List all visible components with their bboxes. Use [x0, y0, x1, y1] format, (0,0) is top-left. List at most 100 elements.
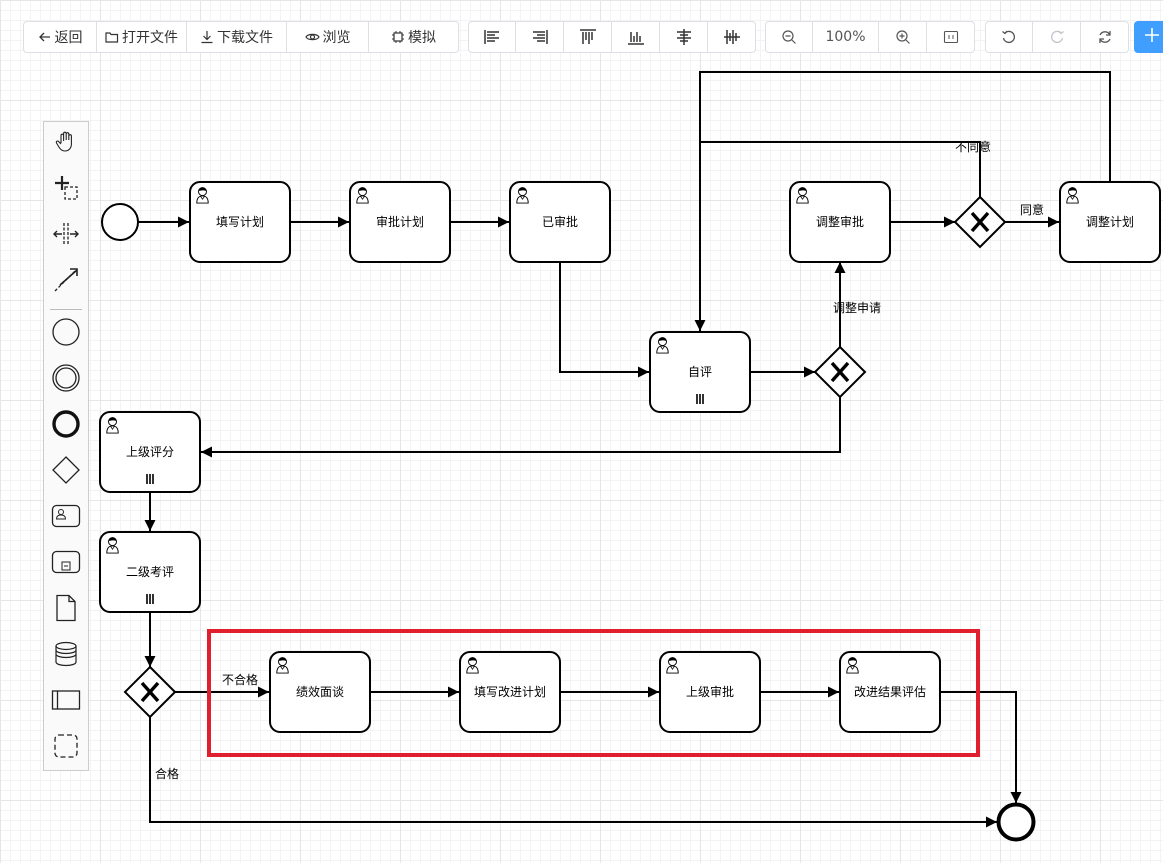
task-approved[interactable]: 已审批 [509, 181, 611, 263]
label-qualified: 合格 [155, 766, 179, 781]
task-label: 填写改进计划 [474, 685, 546, 699]
label-agree: 同意 [1020, 202, 1044, 217]
file-toolbar-group: 返回 打开文件 下载文件 浏览 模拟 [23, 21, 459, 53]
align-center-button[interactable] [660, 21, 708, 53]
align-top-button[interactable] [564, 21, 612, 53]
flow-gateway-disagree-to-self-eval[interactable] [694, 141, 981, 331]
task-label: 调整审批 [816, 214, 864, 229]
data-object-icon [54, 594, 78, 626]
task-fill-plan[interactable]: 填写计划 [189, 181, 291, 263]
fit-view-button[interactable] [927, 21, 975, 53]
align-bottom-icon [627, 28, 645, 46]
align-top-icon [579, 28, 597, 46]
create-start-event[interactable] [44, 314, 88, 354]
download-icon [200, 30, 214, 44]
task-label: 上级评分 [126, 445, 174, 459]
history-toolbar-group [985, 21, 1129, 53]
zoom-out-button[interactable] [765, 21, 813, 53]
preview-button[interactable]: 浏览 [287, 21, 369, 53]
reset-button[interactable] [1081, 21, 1129, 53]
hand-tool[interactable] [44, 124, 88, 164]
zoom-in-icon [895, 29, 911, 45]
redo-icon [1049, 29, 1065, 45]
start-event-icon [51, 317, 81, 351]
align-right-button[interactable] [516, 21, 564, 53]
task-label: 绩效面谈 [296, 684, 344, 699]
exclusive-gateway-adjust[interactable] [953, 195, 1007, 249]
create-gateway[interactable] [44, 452, 88, 492]
task-adjust-plan[interactable]: 调整计划 [1059, 181, 1161, 263]
lasso-tool-icon [52, 174, 80, 206]
connect-tool-icon [52, 266, 80, 298]
eye-icon [304, 30, 320, 44]
start-event[interactable] [101, 203, 139, 241]
create-user-task[interactable] [44, 498, 88, 538]
flow-qualified-to-end[interactable] [149, 717, 997, 828]
label-disagree: 不同意 [955, 139, 991, 154]
task-interview[interactable]: 绩效面谈 [269, 651, 371, 733]
tool-palette [43, 121, 89, 771]
task-superior-approve[interactable]: 上级审批 [659, 651, 761, 733]
connect-tool[interactable] [44, 262, 88, 302]
task-adjust-approve[interactable]: 调整审批 [789, 181, 891, 263]
label-adjust-request: 调整申请 [833, 300, 881, 315]
preview-button-label: 浏览 [322, 30, 351, 46]
create-data-object[interactable] [44, 590, 88, 630]
undo-button[interactable] [985, 21, 1033, 53]
create-group[interactable] [44, 728, 88, 768]
space-tool-icon [52, 221, 80, 251]
add-button[interactable] [1134, 21, 1163, 53]
download-file-button-label: 下载文件 [217, 30, 273, 46]
create-end-event[interactable] [44, 406, 88, 446]
redo-button[interactable] [1033, 21, 1081, 53]
download-file-button[interactable]: 下载文件 [187, 21, 287, 53]
hand-tool-icon [53, 129, 79, 159]
zoom-out-icon [781, 29, 797, 45]
task-approve-plan[interactable]: 审批计划 [349, 181, 451, 263]
back-button[interactable]: 返回 [23, 21, 97, 53]
zoom-level[interactable]: 100% [813, 21, 879, 53]
task-label: 改进结果评估 [854, 685, 926, 699]
flow-adjust-plan-to-self-eval[interactable] [699, 71, 1111, 182]
simulate-button-label: 模拟 [408, 30, 436, 46]
gateway-icon [51, 455, 81, 489]
end-event[interactable] [996, 802, 1036, 842]
align-bottom-button[interactable] [612, 21, 660, 53]
task-improve-result[interactable]: 改进结果评估 [839, 651, 941, 733]
pool-icon [51, 689, 81, 715]
task-label: 二级考评 [126, 565, 174, 579]
create-subprocess[interactable] [44, 544, 88, 584]
task-label: 已审批 [542, 214, 578, 229]
open-file-button-label: 打开文件 [122, 30, 178, 46]
group-icon [53, 733, 79, 763]
align-middle-icon [723, 28, 741, 46]
label-unqualified: 不合格 [222, 672, 258, 687]
align-right-icon [531, 29, 549, 45]
exclusive-gateway-self-eval[interactable] [813, 345, 867, 399]
flow-result-eval-to-end[interactable] [940, 691, 1022, 803]
flow-approved-to-self-eval[interactable] [559, 262, 649, 378]
create-intermediate-event[interactable] [44, 360, 88, 400]
highlight-box [207, 629, 980, 757]
lasso-tool[interactable] [44, 170, 88, 210]
zoom-toolbar-group: 100% [765, 21, 975, 53]
task-second-eval[interactable]: 二级考评 [99, 531, 201, 613]
simulate-button[interactable]: 模拟 [369, 21, 459, 53]
flow-gateway-to-superior-score[interactable] [201, 397, 841, 458]
open-file-button[interactable]: 打开文件 [97, 21, 187, 53]
align-left-button[interactable] [468, 21, 516, 53]
task-improve-plan[interactable]: 填写改进计划 [459, 651, 561, 733]
align-left-icon [483, 29, 501, 45]
space-tool[interactable] [44, 216, 88, 256]
align-toolbar-group [468, 21, 756, 53]
align-middle-button[interactable] [708, 21, 756, 53]
plus-icon [1144, 27, 1160, 47]
task-self-eval[interactable]: 自评 [649, 331, 751, 413]
create-pool[interactable] [44, 682, 88, 722]
exclusive-gateway-qualified[interactable] [123, 665, 177, 719]
task-superior-score[interactable]: 上级评分 [99, 411, 201, 493]
zoom-in-button[interactable] [879, 21, 927, 53]
create-data-store[interactable] [44, 636, 88, 676]
